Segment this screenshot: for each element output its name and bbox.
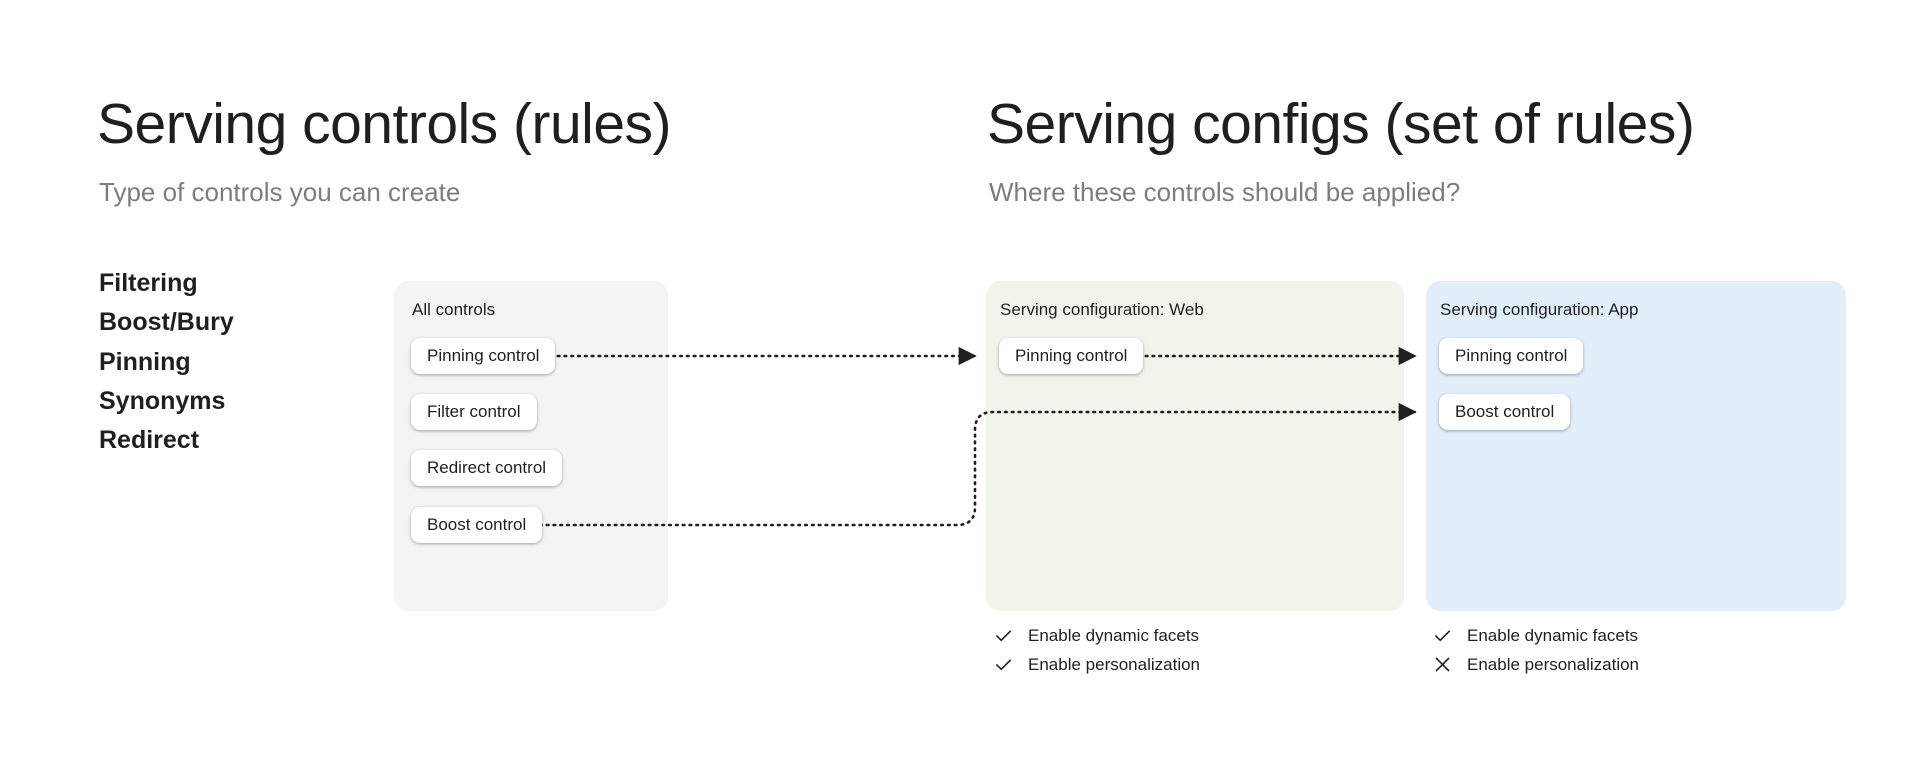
chip-label: Pinning control: [1455, 346, 1568, 365]
control-type-pinning: Pinning: [99, 347, 191, 376]
close-icon: [1435, 656, 1450, 672]
chip-label: Pinning control: [427, 346, 540, 365]
chip-all-filter-control[interactable]: Filter control: [411, 394, 537, 430]
panel-all-controls-label: All controls: [412, 300, 496, 319]
right-column-subtitle: Where these controls should be applied?: [989, 177, 1461, 207]
option-row[interactable]: Enable dynamic facets: [993, 625, 1200, 645]
check-icon: [995, 658, 1012, 670]
panel-all-controls: [394, 281, 668, 611]
left-column-subtitle: Type of controls you can create: [99, 177, 461, 207]
options-serving-config-web: Enable dynamic facets Enable personaliza…: [993, 625, 1200, 674]
right-column-title: Serving configs (set of rules): [987, 92, 1695, 156]
panel-serving-config-web-label: Serving configuration: Web: [1000, 300, 1204, 319]
option-label: Enable dynamic facets: [1028, 625, 1200, 645]
chip-web-pinning-control[interactable]: Pinning control: [999, 338, 1144, 374]
chip-label: Boost control: [1455, 402, 1555, 421]
panel-serving-config-app-label: Serving configuration: App: [1440, 300, 1639, 319]
chip-app-pinning-control[interactable]: Pinning control: [1439, 338, 1584, 374]
panel-serving-config-web: [986, 281, 1404, 611]
option-label: Enable personalization: [1028, 654, 1201, 674]
chip-all-redirect-control[interactable]: Redirect control: [411, 450, 563, 486]
control-type-synonyms: Synonyms: [99, 386, 226, 415]
chip-label: Boost control: [427, 515, 527, 534]
option-label: Enable dynamic facets: [1467, 625, 1639, 645]
option-row[interactable]: Enable personalization: [993, 654, 1200, 674]
check-icon: [1434, 629, 1451, 641]
check-icon: [995, 629, 1012, 641]
chip-all-boost-control[interactable]: Boost control: [411, 507, 543, 543]
chip-app-boost-control[interactable]: Boost control: [1439, 394, 1571, 430]
option-row[interactable]: Enable personalization: [1432, 654, 1639, 674]
options-serving-config-app: Enable dynamic facets Enable personaliza…: [1432, 625, 1639, 674]
control-type-boost-bury: Boost/Bury: [99, 308, 234, 337]
chip-all-pinning-control[interactable]: Pinning control: [411, 338, 556, 374]
chip-label: Pinning control: [1015, 346, 1128, 365]
chip-label: Redirect control: [427, 458, 547, 477]
panel-serving-config-app: [1426, 281, 1846, 611]
option-label: Enable personalization: [1467, 654, 1640, 674]
option-row[interactable]: Enable dynamic facets: [1432, 625, 1639, 645]
control-type-filtering: Filtering: [99, 269, 198, 297]
control-type-redirect: Redirect: [99, 426, 200, 454]
left-column-title: Serving controls (rules): [97, 92, 672, 156]
chip-label: Filter control: [427, 402, 521, 421]
control-types-list: Filtering Boost/Bury Pinning Synonyms Re…: [99, 269, 234, 454]
